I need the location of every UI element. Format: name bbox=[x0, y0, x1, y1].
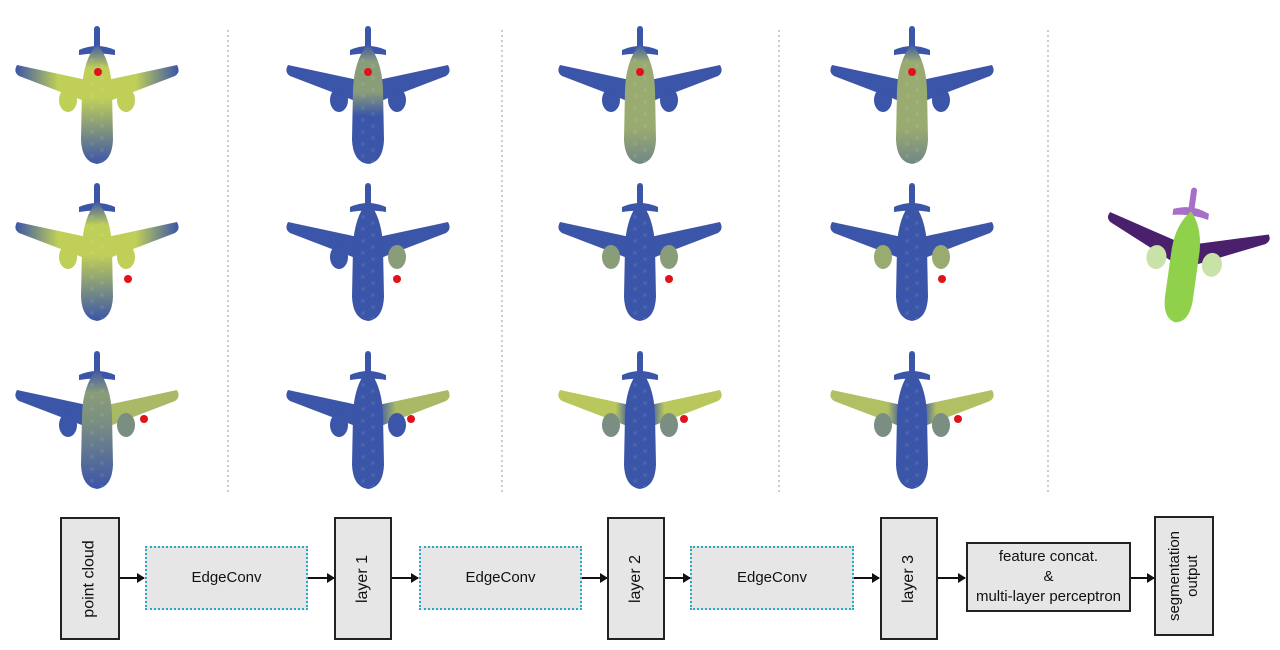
engine-left bbox=[874, 88, 892, 112]
arrow-2 bbox=[308, 573, 335, 583]
query-point bbox=[636, 68, 644, 76]
engine-right bbox=[660, 413, 678, 437]
point-cloud-box: point cloud bbox=[60, 517, 120, 640]
arrow-1 bbox=[120, 573, 145, 583]
edgeconv-box-3: EdgeConv bbox=[690, 546, 854, 610]
arrow-7 bbox=[938, 573, 966, 583]
layer-2-label: layer 2 bbox=[627, 554, 644, 603]
layer-2-box: layer 2 bbox=[607, 517, 665, 640]
fuselage bbox=[896, 369, 928, 489]
segmented-airplane bbox=[1107, 187, 1270, 323]
point-cloud-label: point cloud bbox=[81, 539, 99, 618]
query-point bbox=[680, 415, 688, 423]
fuselage bbox=[352, 369, 384, 489]
query-point bbox=[94, 68, 102, 76]
edgeconv-label-3: EdgeConv bbox=[736, 569, 808, 586]
engine-right bbox=[117, 245, 135, 269]
engine-left bbox=[59, 413, 77, 437]
engine-left bbox=[330, 88, 348, 112]
airplane-point-cloud bbox=[15, 26, 179, 164]
airplane-point-cloud bbox=[830, 351, 994, 489]
query-point bbox=[393, 275, 401, 283]
concat-mlp-box: feature concat. & multi-layer perceptron bbox=[966, 542, 1131, 612]
engine-right bbox=[117, 88, 135, 112]
airplane-point-cloud bbox=[558, 183, 722, 321]
airplane-point-cloud bbox=[286, 351, 450, 489]
query-point bbox=[140, 415, 148, 423]
layer-3-label: layer 3 bbox=[900, 554, 917, 603]
airplane-point-cloud bbox=[830, 183, 994, 321]
engine-right bbox=[660, 88, 678, 112]
segmentation-output-box: segmentation output bbox=[1154, 516, 1214, 636]
seg-line-2: output bbox=[1184, 555, 1201, 597]
engine-left bbox=[59, 245, 77, 269]
edgeconv-box-2: EdgeConv bbox=[419, 546, 582, 610]
query-point bbox=[364, 68, 372, 76]
engine-left bbox=[59, 88, 77, 112]
layer-1-label: layer 1 bbox=[354, 554, 371, 603]
airplane-point-cloud bbox=[558, 351, 722, 489]
fuselage bbox=[624, 44, 656, 164]
engine-left bbox=[602, 245, 620, 269]
fuselage bbox=[81, 44, 113, 164]
engine-left bbox=[330, 245, 348, 269]
engine-right bbox=[388, 413, 406, 437]
fuselage bbox=[81, 369, 113, 489]
fuselage bbox=[624, 369, 656, 489]
engine-left bbox=[602, 413, 620, 437]
seg-line-1: segmentation bbox=[1166, 530, 1183, 622]
concat-line-1: feature concat. bbox=[998, 548, 1099, 565]
engine-right bbox=[388, 245, 406, 269]
engine-right bbox=[932, 245, 950, 269]
edgeconv-box-1: EdgeConv bbox=[145, 546, 308, 610]
query-point bbox=[665, 275, 673, 283]
fuselage bbox=[896, 44, 928, 164]
query-point bbox=[124, 275, 132, 283]
airplane-point-cloud bbox=[286, 183, 450, 321]
arrow-6 bbox=[854, 573, 880, 583]
engine-right bbox=[932, 413, 950, 437]
fuselage bbox=[896, 201, 928, 321]
fuselage bbox=[81, 201, 113, 321]
airplane-point-cloud bbox=[15, 351, 179, 489]
arrow-3 bbox=[392, 573, 419, 583]
concat-line-3: multi-layer perceptron bbox=[975, 588, 1122, 605]
seg-engine-left bbox=[1146, 245, 1167, 270]
arrow-8 bbox=[1131, 573, 1155, 583]
airplane-point-cloud bbox=[558, 26, 722, 164]
query-point bbox=[908, 68, 916, 76]
fuselage bbox=[352, 201, 384, 321]
engine-right bbox=[660, 245, 678, 269]
layer-1-box: layer 1 bbox=[334, 517, 392, 640]
engine-right bbox=[388, 88, 406, 112]
engine-right bbox=[117, 413, 135, 437]
edgeconv-label-2: EdgeConv bbox=[465, 569, 536, 586]
engine-left bbox=[602, 88, 620, 112]
query-point bbox=[407, 415, 415, 423]
fuselage bbox=[624, 201, 656, 321]
seg-fuselage bbox=[1164, 211, 1200, 323]
layer-3-box: layer 3 bbox=[880, 517, 938, 640]
seg-wing-left bbox=[1107, 212, 1179, 264]
segmentation-output-label: segmentation output bbox=[1166, 531, 1202, 621]
airplane-point-cloud bbox=[286, 26, 450, 164]
engine-left bbox=[874, 413, 892, 437]
query-point bbox=[954, 415, 962, 423]
query-point bbox=[938, 275, 946, 283]
fuselage bbox=[352, 44, 384, 164]
engine-right bbox=[932, 88, 950, 112]
engine-left bbox=[874, 245, 892, 269]
edgeconv-label-1: EdgeConv bbox=[191, 569, 262, 586]
engine-left bbox=[330, 413, 348, 437]
seg-engine-right bbox=[1201, 252, 1222, 277]
arrow-5 bbox=[665, 573, 691, 583]
concat-line-2: & bbox=[1043, 568, 1054, 585]
airplane-point-cloud bbox=[830, 26, 994, 164]
airplane-point-cloud bbox=[15, 183, 179, 321]
arrow-4 bbox=[582, 573, 608, 583]
